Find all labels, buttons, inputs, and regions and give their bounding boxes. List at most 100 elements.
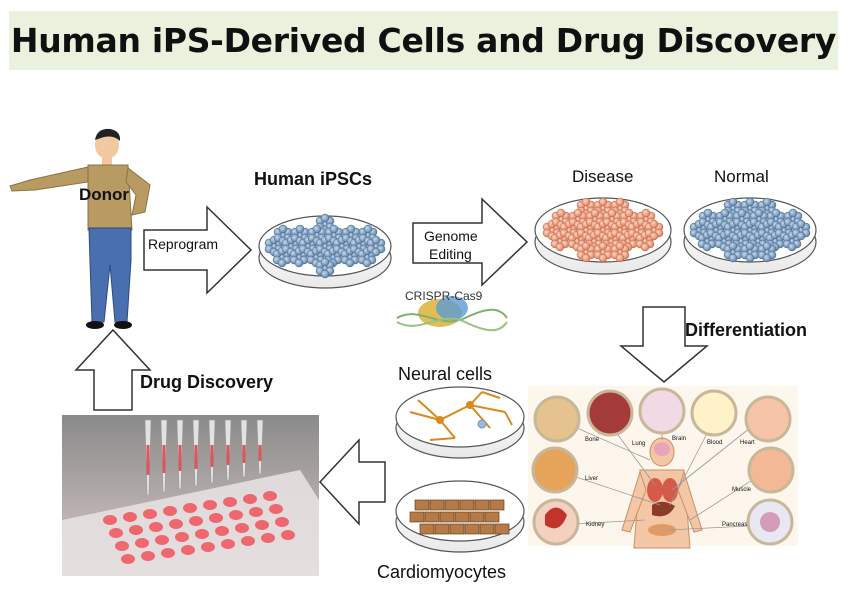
plate-well (181, 545, 195, 555)
plate-well (129, 525, 143, 535)
donor-left-shoe (86, 321, 104, 329)
cardiomyocyte-cell (409, 511, 425, 523)
neural-cells-label: Neural cells (398, 364, 493, 384)
disease-colony (576, 219, 596, 241)
pipette-liquid (226, 445, 230, 465)
cardiomyocyte-cell (414, 499, 430, 511)
neural-cells-dish (395, 386, 525, 459)
plate-well (243, 494, 257, 504)
plate-well (223, 497, 237, 507)
ipsc-colony (315, 257, 335, 279)
cardiomyocyte-cell (434, 523, 450, 535)
ipsc-colony (272, 246, 292, 268)
liver-tissue-icon (531, 446, 579, 494)
disease-label: Disease (572, 167, 634, 186)
pipette-liquid (162, 445, 166, 473)
plate-well (121, 554, 135, 564)
human-ipscs-label: Human iPSCs (254, 169, 373, 189)
cardiomyocyte-cell (454, 511, 470, 523)
heart-tissue-icon (744, 395, 792, 443)
plate-well (269, 504, 283, 514)
page-title: Human iPS-Derived Cells and Drug Discove… (10, 21, 837, 60)
plate-well (195, 529, 209, 539)
title-banner: Human iPS-Derived Cells and Drug Discove… (9, 11, 838, 70)
cardiomyocytes-label: Cardiomyocytes (377, 562, 507, 582)
cardiomyocyte-cell (424, 511, 440, 523)
donor-label: Donor (79, 185, 130, 204)
normal-dish (683, 197, 817, 275)
disease-colony (585, 208, 605, 230)
donor-right-arm (125, 167, 151, 216)
lung-tissue-icon (586, 389, 634, 437)
differentiation-label: Differentiation (685, 320, 808, 340)
pipette-liquid (210, 445, 214, 467)
cardiomyocyte-cell (449, 523, 465, 535)
plate-well (255, 520, 269, 530)
drug-discovery-label: Drug Discovery (140, 372, 274, 392)
cardiomyocyte-cell (479, 523, 495, 535)
organ-label-heart: Heart (740, 440, 755, 446)
pipette-liquid (258, 445, 262, 461)
disease-colony (610, 241, 630, 263)
normal-colony (757, 241, 777, 263)
normal-colony (698, 208, 718, 230)
brain-tissue-icon (638, 387, 686, 435)
cardiomyocytes-dish (395, 480, 525, 553)
plate-well (229, 510, 243, 520)
disease-colony (593, 241, 613, 263)
organ-label-muscle: Muscle (732, 487, 752, 493)
pipette-liquid (146, 445, 150, 475)
plate-well (249, 507, 263, 517)
plate-well (215, 526, 229, 536)
organ-label-liver: Liver (585, 476, 599, 482)
differentiation-arrow (618, 306, 710, 383)
donor-left-arm (9, 166, 89, 192)
donor-figure (9, 128, 151, 329)
cardiomyocyte-cell (439, 511, 455, 523)
plate-well (149, 522, 163, 532)
plate-well (183, 503, 197, 513)
donor-right-shoe (114, 321, 132, 329)
organ-label-lung: Lung (632, 441, 646, 447)
organ-label-kidney: Kidney (586, 522, 605, 528)
pipette-well-plate-photo (62, 415, 319, 576)
plate-well (169, 519, 183, 529)
crispr-label: CRISPR-Cas9 (405, 289, 483, 303)
plate-well (135, 538, 149, 548)
plate-well (235, 523, 249, 533)
pipette-liquid (194, 445, 198, 469)
donor-shirt (87, 164, 133, 231)
cardiomyocyte-cell (464, 523, 480, 535)
blood-tissue-icon (690, 389, 738, 437)
disease-dish (534, 197, 672, 275)
plate-well (281, 530, 295, 540)
plate-well (209, 513, 223, 523)
plate-well (275, 517, 289, 527)
plate-well (201, 542, 215, 552)
pipette-liquid (178, 445, 182, 471)
plate-well (141, 551, 155, 561)
donor-pants (88, 227, 132, 323)
cardiomyocyte-cell (484, 511, 500, 523)
pipette-liquid (242, 445, 246, 463)
cardiomyocyte-cell (429, 499, 445, 511)
ipsc-dish (258, 213, 392, 289)
plate-well (263, 491, 277, 501)
organ-label-brain: Brain (672, 436, 687, 442)
normal-colony (791, 219, 811, 241)
plate-well (203, 500, 217, 510)
plate-well (221, 539, 235, 549)
normal-colony (723, 241, 743, 263)
plate-well (155, 535, 169, 545)
organ-label-blood: Blood (707, 440, 723, 446)
cardiomyocyte-cell (474, 499, 490, 511)
disease-colony (636, 208, 656, 230)
plate-well (189, 516, 203, 526)
genome-editing-arrow (412, 197, 529, 287)
drug-discovery-return-arrow (74, 328, 152, 411)
plate-well (261, 533, 275, 543)
genome-editing-label-2: Editing (429, 246, 472, 262)
ipsc-colony (307, 224, 327, 246)
